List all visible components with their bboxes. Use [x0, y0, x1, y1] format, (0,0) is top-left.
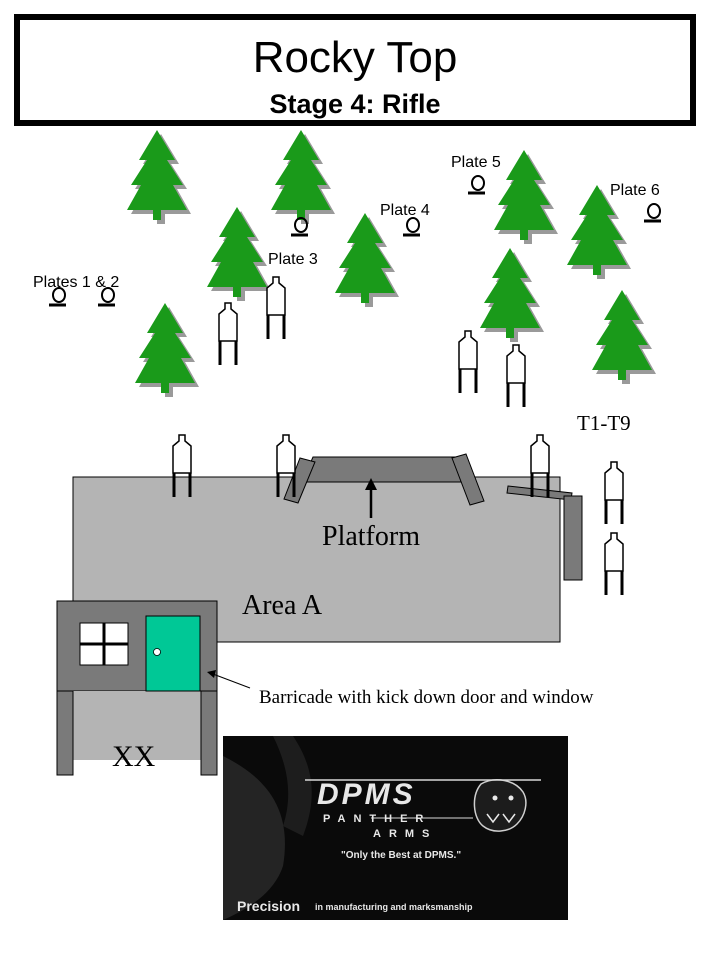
kick-door — [145, 615, 201, 692]
silhouette-target-icon — [603, 531, 625, 597]
pine-tree-icon — [127, 130, 191, 224]
silhouette-target-icon — [217, 301, 239, 367]
steel-plate-icon — [289, 216, 310, 237]
steel-plate-icon — [401, 216, 422, 237]
logo-tagline-lead: Precision — [237, 898, 301, 914]
silhouette-target-icon — [505, 343, 527, 409]
stage-subtitle: Stage 4: Rifle — [269, 89, 441, 119]
logo-line-2: ARMS — [373, 828, 438, 840]
plate-4-label: Plate 4 — [380, 202, 430, 219]
steel-plate-icon — [466, 174, 487, 195]
pine-tree-icon — [494, 150, 558, 244]
logo-line-1: PANTHER — [323, 813, 432, 825]
silhouette-target-icon — [457, 329, 479, 395]
plates-1-2-label: Plates 1 & 2 — [33, 274, 120, 291]
area-a-label: Area A — [242, 590, 323, 621]
silhouette-target-icon — [603, 460, 625, 526]
side-barrier — [506, 485, 583, 581]
plate-6-label: Plate 6 — [610, 182, 660, 199]
silhouette-target-icon — [265, 275, 287, 341]
arrow-icon — [365, 478, 377, 518]
pine-tree-icon — [335, 213, 399, 307]
tree-group — [127, 130, 656, 397]
barricade-pointer — [207, 670, 251, 689]
pine-tree-icon — [135, 303, 199, 397]
pine-tree-icon — [207, 207, 271, 301]
platform — [283, 453, 485, 506]
plate-3-label: Plate 3 — [268, 251, 318, 268]
pine-tree-icon — [271, 130, 335, 224]
panther-icon — [223, 736, 312, 920]
start-position-label: XX — [112, 740, 156, 773]
logo-slogan: "Only the Best at DPMS." — [341, 850, 462, 861]
logo-tagline-rest: in manufacturing and marksmanship — [315, 902, 473, 912]
steel-plate-icon — [642, 202, 663, 223]
logo-brand: DPMS — [317, 778, 416, 811]
logo-art — [223, 736, 568, 920]
barricade-label: Barricade with kick down door and window — [259, 687, 594, 708]
targets-label: T1-T9 — [577, 411, 631, 435]
title-box: Rocky Top Stage 4: Rifle — [14, 14, 696, 126]
pine-tree-icon — [480, 248, 544, 342]
dpms-logo: DPMS PANTHER ARMS "Only the Best at DPMS… — [223, 736, 568, 920]
page-title: Rocky Top — [252, 33, 458, 82]
plate-5-label: Plate 5 — [451, 154, 501, 171]
pine-tree-icon — [592, 290, 656, 384]
barricade — [56, 600, 218, 776]
panther-head-icon — [473, 779, 527, 832]
platform-label: Platform — [322, 521, 420, 552]
window — [79, 622, 129, 666]
